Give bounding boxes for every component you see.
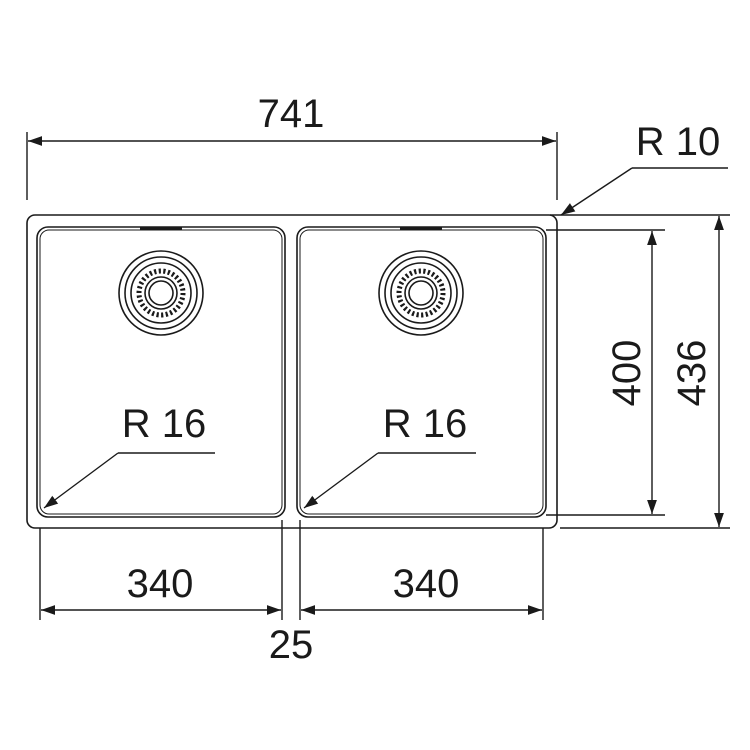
dimension-divider-width: 25 — [269, 623, 314, 667]
bowl-right-width-label: 340 — [393, 562, 460, 606]
dimension-overall-depth: 436 — [670, 216, 724, 527]
dimension-overall-width: 741 — [26, 92, 558, 200]
overflow-slot-right — [400, 227, 442, 230]
bowl-left-width-label: 340 — [127, 562, 194, 606]
overflow-slot-left — [140, 227, 182, 230]
drain-strainer-left-icon — [118, 250, 204, 336]
dimension-bowl-depth: 400 — [605, 231, 657, 514]
bowl-depth-label: 400 — [605, 340, 649, 407]
callout-bowl-left-radius: R 16 — [43, 402, 215, 509]
divider-width-label: 25 — [269, 623, 314, 667]
drain-strainer-right-icon — [378, 250, 464, 336]
callout-outer-radius: R 10 — [560, 120, 728, 216]
bowl-left — [36, 226, 286, 518]
bowl-right — [296, 226, 547, 518]
outer-radius-label: R 10 — [636, 120, 721, 164]
sink-outline — [26, 214, 558, 529]
dimension-bowl-left-width: 340 — [41, 562, 281, 615]
bowl-left-radius-label: R 16 — [122, 402, 207, 446]
callout-bowl-right-radius: R 16 — [303, 402, 476, 509]
dimension-bowl-right-width: 340 — [301, 562, 542, 615]
bowl-right-radius-label: R 16 — [383, 402, 468, 446]
overall-depth-label: 436 — [670, 340, 714, 407]
bottom-extension-lines — [39, 520, 544, 620]
overall-width-label: 741 — [258, 92, 325, 136]
right-extension-lines — [546, 214, 730, 529]
